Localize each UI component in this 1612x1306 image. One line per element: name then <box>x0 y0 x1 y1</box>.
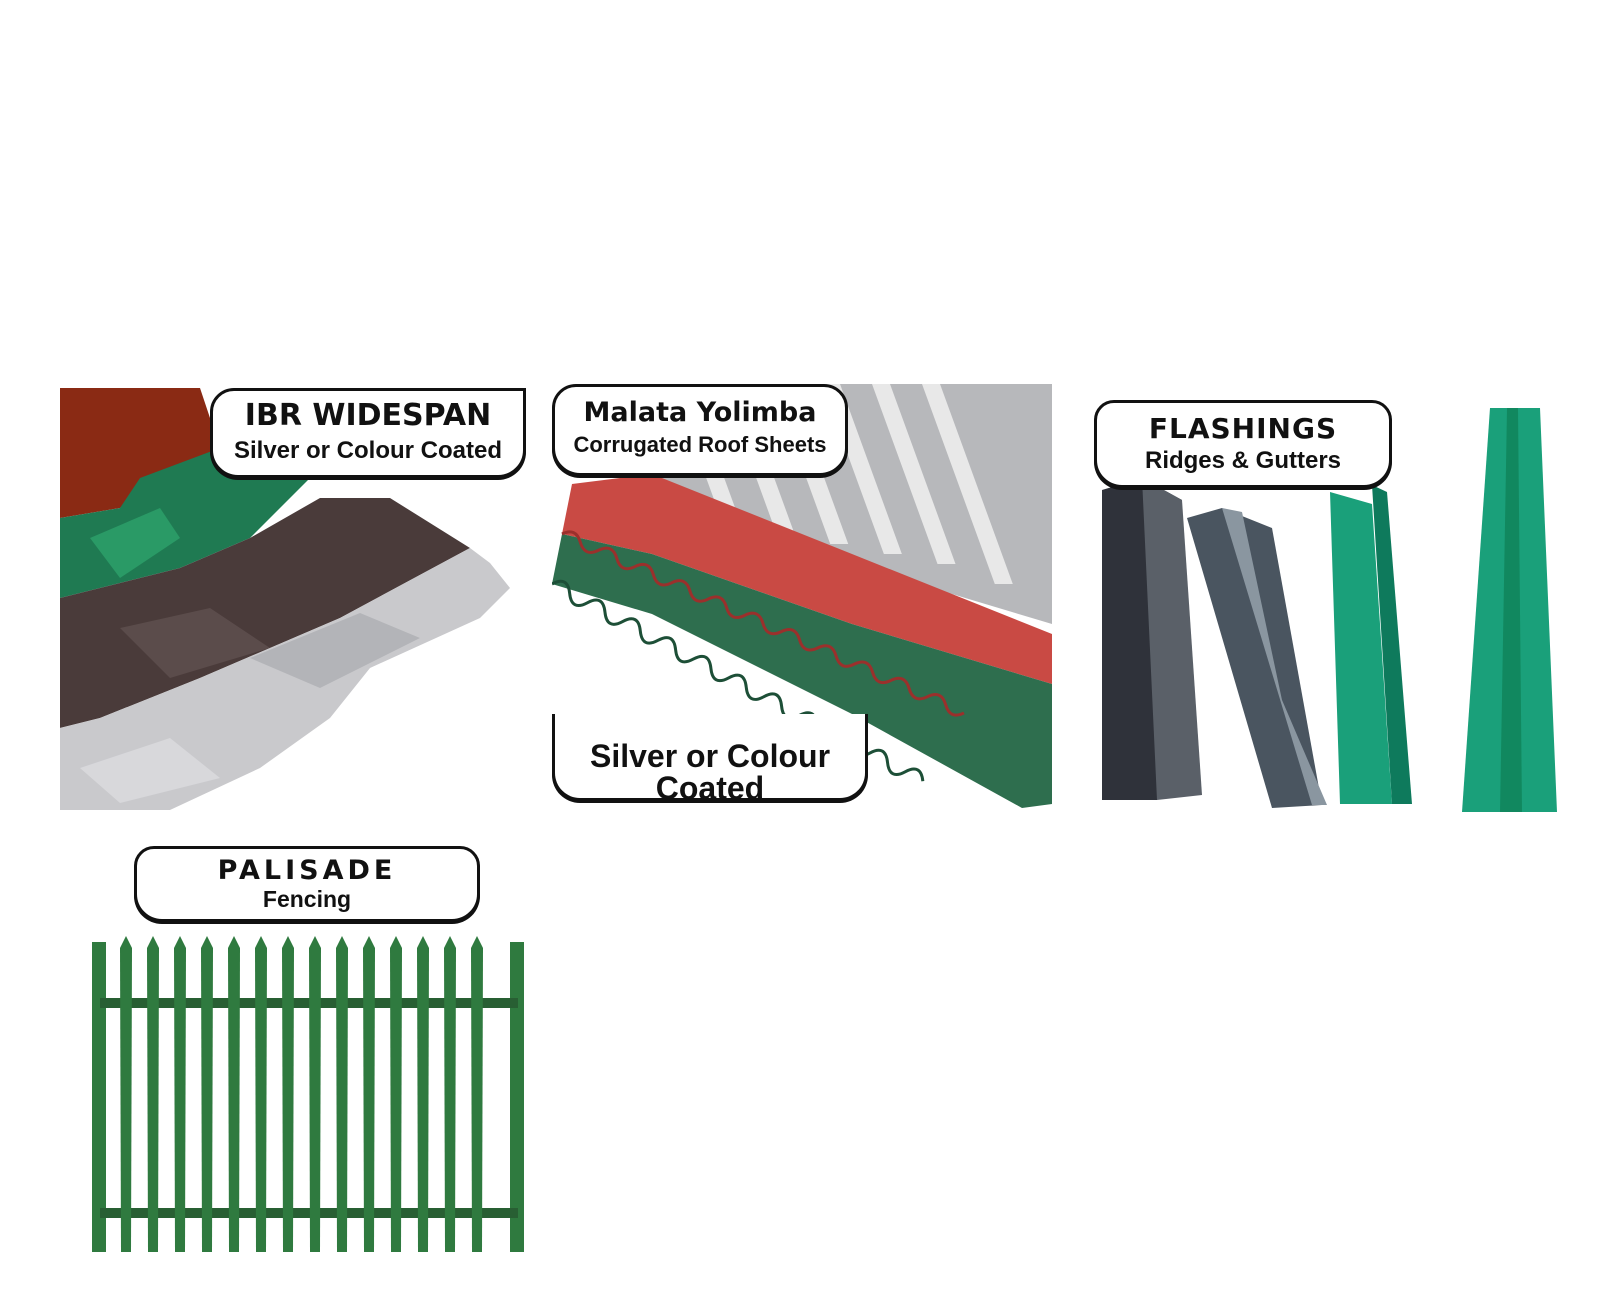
flashings-image <box>1102 408 1557 812</box>
ibr-label: IBR WIDESPAN Silver or Colour Coated <box>210 388 526 478</box>
malata-note: Silver or Colour Coated <box>589 738 831 806</box>
malata-note-label: Silver or Colour Coated <box>552 714 868 806</box>
palisade-panel: PALISADE Fencing <box>90 846 550 1252</box>
flashings-panel: FLASHINGS Ridges & Gutters <box>1082 400 1562 812</box>
palisade-label: PALISADE Fencing <box>134 846 480 922</box>
malata-title: Malata Yolimba <box>583 397 817 428</box>
flashings-subtitle: Ridges & Gutters <box>1144 447 1342 474</box>
palisade-fence-image <box>92 936 524 1252</box>
ibr-subtitle: Silver or Colour Coated <box>233 437 503 464</box>
flashings-label: FLASHINGS Ridges & Gutters <box>1094 400 1392 488</box>
flashings-title: FLASHINGS <box>1148 412 1338 445</box>
palisade-title: PALISADE <box>217 855 397 886</box>
ibr-roof-sheet-image <box>60 388 510 810</box>
ibr-widespan-panel: IBR WIDESPAN Silver or Colour Coated <box>60 388 530 810</box>
malata-label: Malata Yolimba Corrugated Roof Sheets <box>552 384 848 476</box>
palisade-subtitle: Fencing <box>262 886 352 912</box>
ibr-title: IBR WIDESPAN <box>244 398 492 433</box>
malata-yolimba-panel: Malata Yolimba Corrugated Roof Sheets Si… <box>552 384 1052 808</box>
malata-subtitle: Corrugated Roof Sheets <box>573 432 827 457</box>
